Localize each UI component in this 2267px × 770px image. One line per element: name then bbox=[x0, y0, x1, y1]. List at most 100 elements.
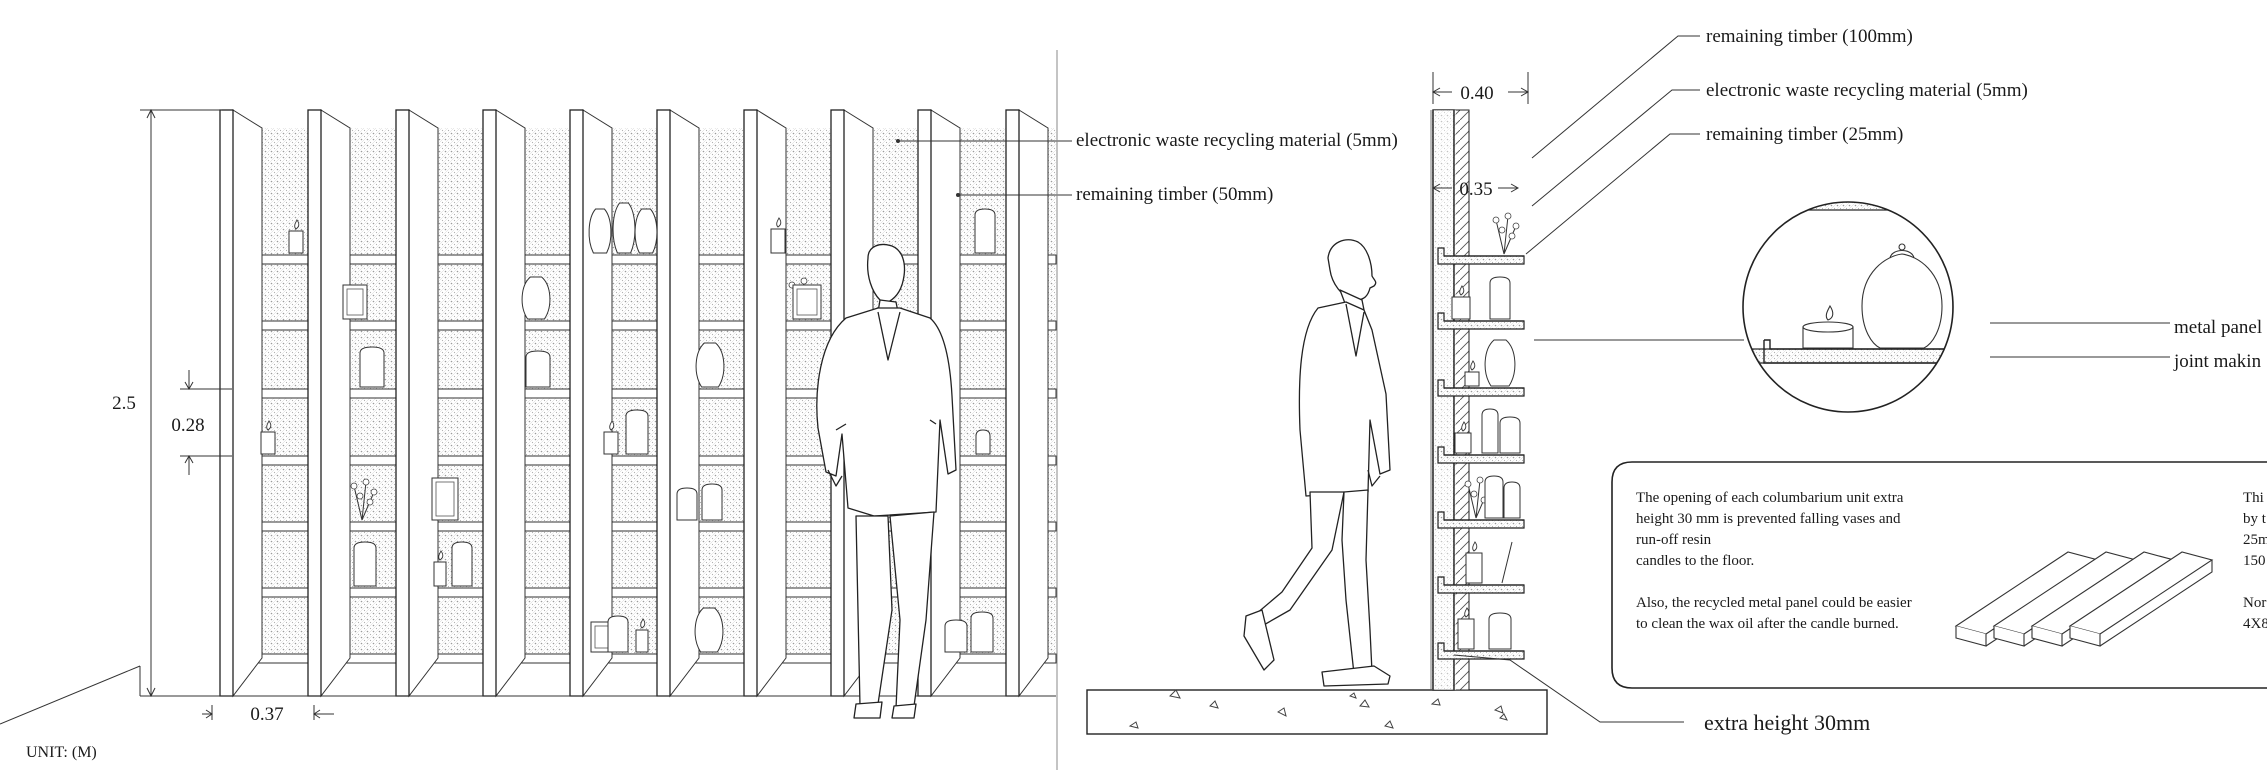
photo-frame bbox=[792, 284, 822, 320]
jar bbox=[676, 487, 698, 521]
columbarium-section: 0.40 0.35 remaining timber (100mm) elect… bbox=[1086, 26, 2028, 735]
candle bbox=[288, 230, 304, 254]
columbarium-elevation: 2.5 0.28 0.37 electronic waste recycling… bbox=[0, 50, 1398, 770]
jar bbox=[625, 409, 649, 455]
timber-upright bbox=[219, 109, 234, 697]
dim-depth-inner bbox=[1431, 183, 1520, 193]
section-urns bbox=[1451, 212, 1521, 650]
candle bbox=[1451, 296, 1471, 320]
person-side-view-figure bbox=[1243, 239, 1391, 687]
urn bbox=[634, 208, 658, 254]
upright-side-face bbox=[756, 109, 787, 698]
note-left-line: run-off resin bbox=[1636, 532, 1712, 548]
note-left: The opening of each columbarium unit ext… bbox=[1636, 488, 1956, 635]
section-shelves bbox=[1437, 247, 1525, 660]
jar bbox=[1481, 408, 1499, 454]
upright-side-face bbox=[408, 109, 439, 698]
dim-depth-outer bbox=[1431, 72, 1530, 104]
upright-side-face bbox=[232, 109, 263, 698]
label-metal-panel: metal panel bbox=[2174, 317, 2262, 338]
dim-depth-outer-label: 0.40 bbox=[1460, 83, 1493, 104]
upright-side-face bbox=[582, 109, 613, 698]
upright-side-face bbox=[669, 109, 700, 698]
label-timber50-elev: remaining timber (50mm) bbox=[1076, 184, 1273, 205]
jar bbox=[607, 615, 629, 653]
elevation-shelves bbox=[232, 254, 1057, 672]
urn bbox=[612, 202, 636, 254]
elevation-urns-and-candles bbox=[260, 202, 996, 653]
notes-box bbox=[1611, 461, 2267, 689]
note-left-line: height 30 mm is prevented falling vases … bbox=[1636, 511, 1901, 527]
jar bbox=[1488, 612, 1512, 650]
urn bbox=[1484, 339, 1516, 387]
note-left-line: Also, the recycled metal panel could be … bbox=[1636, 595, 1912, 611]
label-timber100: remaining timber (100mm) bbox=[1706, 26, 1913, 47]
note-left-line: The opening of each columbarium unit ext… bbox=[1636, 490, 1904, 506]
detail-circle bbox=[1742, 201, 1954, 413]
detail-urn bbox=[1861, 243, 1943, 349]
jar bbox=[1503, 481, 1521, 519]
note-left-line: to clean the wax oil after the candle bu… bbox=[1636, 616, 1899, 632]
dim-height-total-label: 2.5 bbox=[112, 393, 136, 414]
note-left-line: candles to the floor. bbox=[1636, 553, 1755, 569]
label-extra-height: extra height 30mm bbox=[1704, 710, 1870, 735]
label-ewaste-section: electronic waste recycling material (5mm… bbox=[1706, 80, 2028, 101]
jar bbox=[451, 541, 473, 587]
note-right: Thi by t 25m 150 Nor 4X8 bbox=[2243, 488, 2267, 635]
note-right-line: Thi bbox=[2243, 490, 2264, 506]
candle bbox=[603, 431, 619, 455]
candle bbox=[1464, 371, 1480, 387]
urn bbox=[521, 276, 551, 320]
timber-upright bbox=[656, 109, 671, 697]
jar bbox=[1499, 416, 1521, 454]
note-right-line: by t bbox=[2243, 511, 2266, 527]
candle bbox=[433, 561, 447, 587]
upright-side-face bbox=[1018, 109, 1049, 698]
dim-depth-inner-label: 0.35 bbox=[1459, 179, 1492, 200]
candle bbox=[770, 228, 786, 254]
label-joint: joint makin bbox=[2173, 351, 2262, 372]
upright-side-face bbox=[495, 109, 526, 698]
candle bbox=[1454, 432, 1472, 454]
jar bbox=[974, 208, 996, 254]
timber-upright bbox=[482, 109, 497, 697]
detail-candle bbox=[1802, 304, 1854, 349]
flowers bbox=[353, 481, 375, 521]
unit-label: UNIT: (M) bbox=[26, 744, 97, 761]
timber-upright bbox=[307, 109, 322, 697]
upright-side-face bbox=[320, 109, 351, 698]
timber-upright bbox=[743, 109, 758, 697]
note-right-line: 25m bbox=[2243, 532, 2267, 548]
floor-slab bbox=[1086, 689, 1548, 735]
person-back-view-figure bbox=[816, 243, 957, 719]
timber-upright bbox=[395, 109, 410, 697]
timber-planks-illustration bbox=[1954, 551, 2214, 647]
timber-upright bbox=[1005, 109, 1020, 697]
floor-perspective-line bbox=[0, 665, 141, 725]
note-right-line: Nor bbox=[2243, 595, 2267, 611]
candle bbox=[1465, 552, 1483, 584]
jar bbox=[353, 541, 377, 587]
jar bbox=[525, 350, 551, 388]
leader-timber50-dot bbox=[956, 193, 960, 197]
urn bbox=[694, 607, 724, 653]
timber-upright bbox=[569, 109, 584, 697]
dim-shelf-spacing-label: 0.28 bbox=[171, 415, 204, 436]
dim-height-total bbox=[140, 108, 222, 698]
jar bbox=[975, 429, 991, 455]
dim-bay-width-label: 0.37 bbox=[250, 704, 283, 725]
leader-ewaste-dot bbox=[896, 139, 900, 143]
dim-shelf-spacing bbox=[180, 370, 232, 475]
candle bbox=[635, 629, 649, 653]
urn bbox=[588, 208, 612, 254]
section-ewaste-layer bbox=[1432, 110, 1456, 690]
note-right-line: 150 bbox=[2243, 553, 2266, 569]
jar bbox=[701, 483, 723, 521]
label-ewaste-elev: electronic waste recycling material (5mm… bbox=[1076, 130, 1398, 151]
urn bbox=[695, 342, 725, 388]
slab-aggregate-marks bbox=[1128, 689, 1508, 729]
dim-bay-width bbox=[202, 705, 334, 720]
shelf-detail-callout: metal panel joint makin bbox=[1611, 201, 2267, 689]
candle bbox=[1457, 618, 1475, 650]
candle bbox=[260, 431, 276, 455]
